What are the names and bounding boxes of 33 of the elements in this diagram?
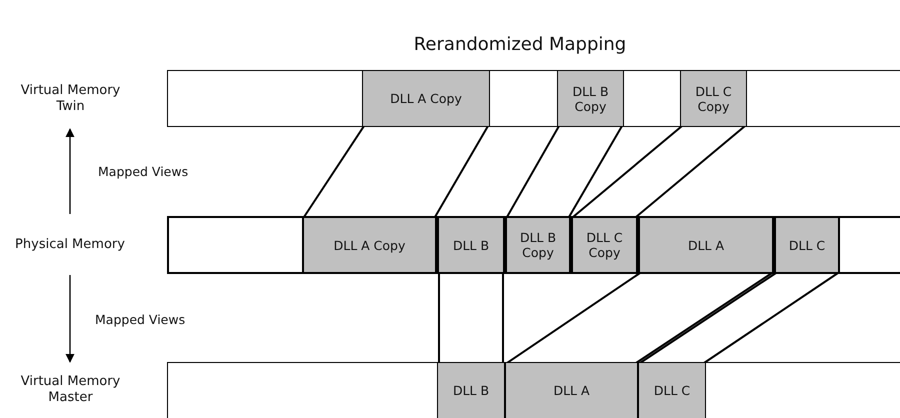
memory-segment: DLL C: [774, 216, 840, 274]
memory-segment: DLL B: [437, 362, 505, 418]
arrow: [65, 128, 75, 214]
memory-bar: [167, 70, 900, 127]
row-label: Physical Memory: [4, 216, 136, 273]
memory-segment: DLL B: [437, 216, 505, 274]
row-label: Virtual Memory Twin: [8, 70, 133, 127]
memory-segment: DLL B Copy: [505, 216, 571, 274]
mapping-line: [703, 272, 839, 364]
memory-segment: DLL A: [505, 362, 638, 418]
memory-segment: DLL C Copy: [571, 216, 638, 274]
memory-segment: DLL A Copy: [362, 70, 490, 127]
arrow: [65, 275, 75, 363]
mapping-line: [506, 272, 641, 364]
mapping-line: [506, 126, 560, 218]
memory-segment: DLL C: [638, 362, 706, 418]
memory-bar: [167, 362, 900, 418]
memory-bar: [167, 216, 900, 274]
edge-label: Mapped Views: [95, 312, 186, 327]
row-label: Virtual Memory Master: [8, 362, 133, 418]
mapping-line: [502, 273, 504, 363]
mapping-line: [438, 273, 440, 363]
memory-segment: DLL C Copy: [680, 70, 747, 127]
memory-segment: DLL B Copy: [557, 70, 624, 127]
memory-segment: DLL A Copy: [302, 216, 437, 274]
diagram-title: Rerandomized Mapping: [412, 34, 628, 55]
mapping-line: [572, 125, 683, 218]
memory-segment: DLL A: [638, 216, 774, 274]
mapping-line: [568, 126, 623, 218]
edge-label: Mapped Views: [98, 164, 188, 179]
mapping-line: [434, 126, 489, 218]
mapping-line: [635, 125, 746, 218]
mapping-line: [303, 125, 365, 218]
